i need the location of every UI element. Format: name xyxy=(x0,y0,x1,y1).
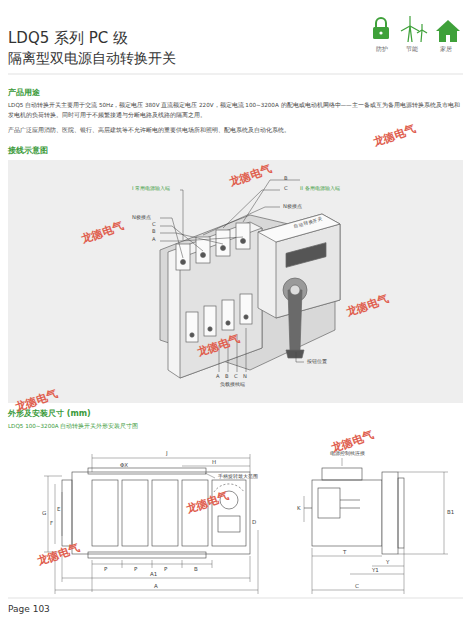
dimension-label: J xyxy=(166,450,168,456)
part-label: 按钮位置 xyxy=(307,359,327,365)
dimension-lines xyxy=(44,454,258,594)
terminal-label: N极接点 xyxy=(283,204,302,210)
leader-lines xyxy=(160,180,304,372)
dimension-label: A1 xyxy=(150,571,157,577)
phase-label: B xyxy=(152,229,156,235)
dimension-label: ΦX xyxy=(120,462,128,468)
switch-illustration xyxy=(160,214,340,378)
section-heading: 产品用途 xyxy=(8,88,40,97)
dimension-label: F xyxy=(50,520,53,526)
body-text: LDQ5 自动转换开关主要用于交流 50Hz，额定电压 380V 直流额定电压 … xyxy=(8,101,463,121)
icon-label: 节能 xyxy=(406,46,418,52)
phase-label: B xyxy=(284,176,288,182)
dimension-label: K xyxy=(297,505,301,511)
dimension-label: P xyxy=(134,566,137,572)
dimension-label: H xyxy=(212,459,216,465)
phase-label: C xyxy=(284,186,288,192)
part-label: 负载接线端 xyxy=(220,382,245,388)
dimension-label: D xyxy=(252,519,256,525)
phase-label: C xyxy=(152,222,156,228)
dimension-label: B xyxy=(194,566,198,572)
side-view-outline xyxy=(304,468,404,554)
dimension-label: A xyxy=(154,583,158,589)
section-heading: 接线示意图 xyxy=(8,146,48,155)
input-label: II 备用电源输入端 xyxy=(300,186,340,192)
figure-caption: LDQ5 100~3200A 自动转换开关外形安装尺寸图 xyxy=(8,423,138,429)
dimension-label: T xyxy=(343,549,346,555)
watermark: 龙德电气 xyxy=(36,542,82,569)
subtitle: 隔离型双电源自动转换开关 xyxy=(8,50,176,66)
phase-label: A xyxy=(216,374,220,380)
side-dimension-lines xyxy=(304,458,448,594)
phase-label: N xyxy=(243,374,247,380)
dimension-label: P xyxy=(104,566,107,572)
dimension-label: P xyxy=(164,566,167,572)
terminal-label: N极接点 xyxy=(132,215,151,221)
icon-label: 防护 xyxy=(376,46,388,52)
phase-label: C xyxy=(234,374,238,380)
note-label: 手柄旋转最大范围 xyxy=(218,474,258,480)
front-view-outline xyxy=(62,468,250,558)
input-label: I 常用电源输入端 xyxy=(132,186,170,192)
phase-label: A xyxy=(152,237,156,243)
watermark: 龙德电气 xyxy=(372,123,418,150)
dimension-label: Y xyxy=(386,559,389,565)
phase-label: B xyxy=(225,374,229,380)
windmill-icon xyxy=(401,16,427,42)
dimension-label: B1 xyxy=(447,509,454,515)
dimension-label: Y1 xyxy=(372,567,379,573)
dimension-label: E xyxy=(57,506,60,512)
dimension-label: G xyxy=(42,510,46,516)
icon-label: 家居 xyxy=(440,46,452,52)
lock-icon xyxy=(373,18,389,39)
dimension-label: C xyxy=(355,583,359,589)
page-number: Page 103 xyxy=(8,604,50,614)
house-icon xyxy=(436,20,460,42)
page-title: LDQ5 系列 PC 级 xyxy=(8,30,128,47)
